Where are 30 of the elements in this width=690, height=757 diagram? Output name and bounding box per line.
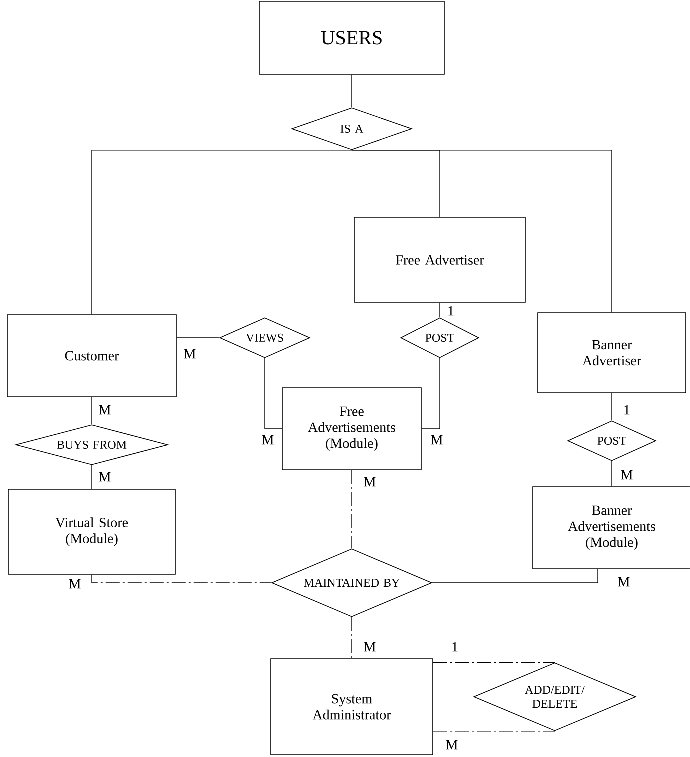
entity-box: System Administrator (270, 658, 434, 756)
cardinality-label: 1 (446, 305, 456, 317)
entity-box: Customer (7, 314, 177, 398)
cardinality-label: M (616, 576, 632, 588)
entity-box: Free Advertiser (354, 217, 526, 303)
connector-line (92, 574, 272, 584)
cardinality-label: M (430, 434, 444, 446)
cardinality-label: M (444, 739, 460, 751)
cardinality-label: M (362, 476, 378, 488)
connector-line (92, 150, 352, 315)
connector-line (433, 662, 556, 663)
entity-box: Free Advertisements (Module) (282, 388, 422, 470)
cardinality-label: M (362, 641, 378, 653)
entity-box: Virtual Store (Module) (8, 489, 176, 575)
connector-line (352, 150, 612, 313)
connector-line (432, 569, 598, 584)
entity-box: USERS (259, 1, 445, 75)
cardinality-label: M (98, 471, 112, 483)
cardinality-label: M (260, 434, 276, 446)
cardinality-label: M (68, 578, 82, 590)
entity-box: Banner Advertisements (Module) (532, 486, 690, 570)
entity-box: Banner Advertiser (538, 312, 686, 394)
cardinality-label: M (98, 404, 112, 416)
cardinality-label: M (620, 469, 634, 481)
connector-line (422, 358, 440, 430)
connector-line (264, 358, 282, 430)
cardinality-label: M (182, 348, 198, 360)
cardinality-label: 1 (450, 641, 460, 653)
cardinality-label: 1 (622, 404, 632, 416)
connector-line (433, 731, 556, 732)
